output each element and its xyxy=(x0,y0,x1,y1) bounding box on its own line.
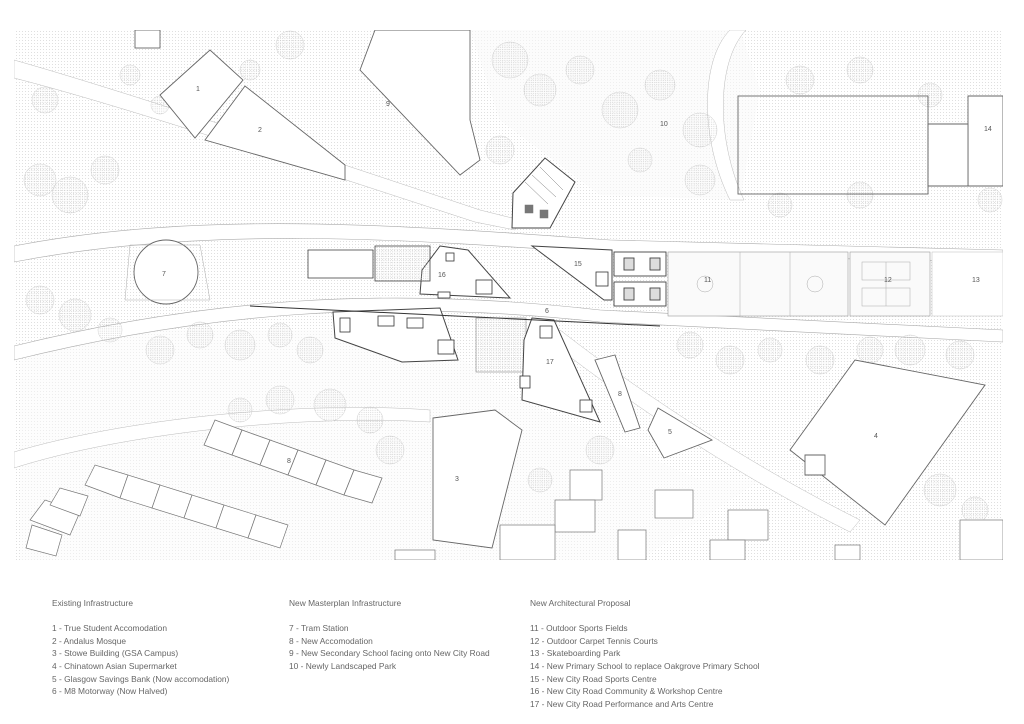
legend-item: 4 - Chinatown Asian Supermarket xyxy=(52,660,177,671)
legend-item: 8 - New Accomodation xyxy=(289,635,373,646)
map-label-12: 12 xyxy=(884,277,892,284)
building-4-annex xyxy=(804,454,826,476)
sports-fields-11 xyxy=(667,251,849,317)
legend-item: 5 - Glasgow Savings Bank (Now accomodati… xyxy=(52,673,230,684)
site-plan-map: 1 2 9 10 14 7 16 15 11 12 13 6 17 8 5 4 … xyxy=(14,30,1003,560)
legend-item: 16 - New City Road Community & Workshop … xyxy=(530,686,723,697)
legend-existing-infrastructure: Existing Infrastructure 1 - True Student… xyxy=(52,597,272,698)
legend-item: 13 - Skateboarding Park xyxy=(530,648,621,659)
legend-item: 2 - Andalus Mosque xyxy=(52,635,127,646)
map-label-3: 3 xyxy=(455,476,459,483)
building-3-stowe xyxy=(432,409,523,549)
building-16-courtyard xyxy=(374,245,431,282)
proposal-plaza xyxy=(475,317,527,373)
map-label-1: 2 xyxy=(258,127,262,134)
map-label-9: 9 xyxy=(386,101,390,108)
legend-heading: New Masterplan Infrastructure xyxy=(289,598,402,608)
tram-station-platform xyxy=(124,244,211,301)
sports-field-frame xyxy=(737,95,929,195)
legend-item: 6 - M8 Motorway (Now Halved) xyxy=(52,686,168,697)
building-9-secondary-school xyxy=(359,30,481,176)
tram-station-7 xyxy=(133,239,199,305)
legend-item: 1 - True Student Accomodation xyxy=(52,623,167,634)
equipment-markers xyxy=(339,252,609,413)
legend-item: 7 - Tram Station xyxy=(289,623,349,634)
legend-item: 11 - Outdoor Sports Fields xyxy=(530,623,628,634)
sports-centre-pods xyxy=(613,251,667,307)
map-label-13: 13 xyxy=(972,277,980,284)
road-south-curve xyxy=(14,407,431,469)
building-15-sports-centre xyxy=(530,245,613,301)
legend-heading: Existing Infrastructure xyxy=(52,598,133,608)
map-label-15: 15 xyxy=(574,261,582,268)
building-5-savings-bank xyxy=(647,407,714,459)
map-label-10: 10 xyxy=(660,121,668,128)
legend-masterplan-infrastructure: New Masterplan Infrastructure 7 - Tram S… xyxy=(289,597,504,673)
map-label-6: 6 xyxy=(545,308,549,315)
tennis-courts-12 xyxy=(849,251,931,317)
legend-heading: New Architectural Proposal xyxy=(530,598,631,608)
houses-south-west xyxy=(25,464,289,557)
tree-canopies xyxy=(23,30,1003,524)
building-14-primary-school xyxy=(967,95,1003,187)
building-16-stair-block xyxy=(307,249,374,279)
map-label-14: 14 xyxy=(984,126,992,133)
building-north-block xyxy=(134,30,161,49)
map-label-7: 7 xyxy=(162,271,166,278)
legend-item: 9 - New Secondary School facing onto New… xyxy=(289,648,490,659)
legend-item: 3 - Stowe Building (GSA Campus) xyxy=(52,648,179,659)
map-label-8-east: 8 xyxy=(618,391,622,398)
proposal-lower-block xyxy=(332,307,459,363)
building-north-proposal-detail xyxy=(524,166,564,219)
map-label-5: 5 xyxy=(668,429,672,436)
legend-item: 12 - Outdoor Carpet Tennis Courts xyxy=(530,635,658,646)
building-8a-accomodation xyxy=(594,354,641,433)
legend-item: 15 - New City Road Sports Centre xyxy=(530,673,657,684)
sports-field-lines xyxy=(696,252,824,316)
skate-park-13 xyxy=(931,251,1003,317)
building-14-wing xyxy=(927,123,969,187)
building-4-supermarket xyxy=(789,359,986,526)
houses-south-east xyxy=(394,469,1003,560)
tennis-court-lines xyxy=(861,261,911,307)
map-label-2: 1 xyxy=(196,86,200,93)
building-2-andalus-mosque xyxy=(159,49,244,139)
map-label-4: 4 xyxy=(874,433,878,440)
map-label-8-west: 8 xyxy=(287,458,291,465)
legend-item: 17 - New City Road Performance and Arts … xyxy=(530,698,714,709)
legend-item: 10 - Newly Landscaped Park xyxy=(289,660,397,671)
m8-motorway-halved xyxy=(14,297,1003,361)
road-east-loop xyxy=(707,30,747,201)
legend-architectural-proposal: New Architectural Proposal 11 - Outdoor … xyxy=(530,597,790,710)
building-1-true-student xyxy=(204,85,346,181)
map-label-11: 11 xyxy=(704,277,711,284)
road-center-line xyxy=(249,305,661,327)
map-label-16: 16 xyxy=(438,272,446,279)
building-17-arts-centre xyxy=(521,317,601,423)
terrace-houses-8 xyxy=(203,419,383,504)
map-label-17: 17 xyxy=(546,359,554,366)
legend-item: 14 - New Primary School to replace Oakgr… xyxy=(530,660,760,671)
